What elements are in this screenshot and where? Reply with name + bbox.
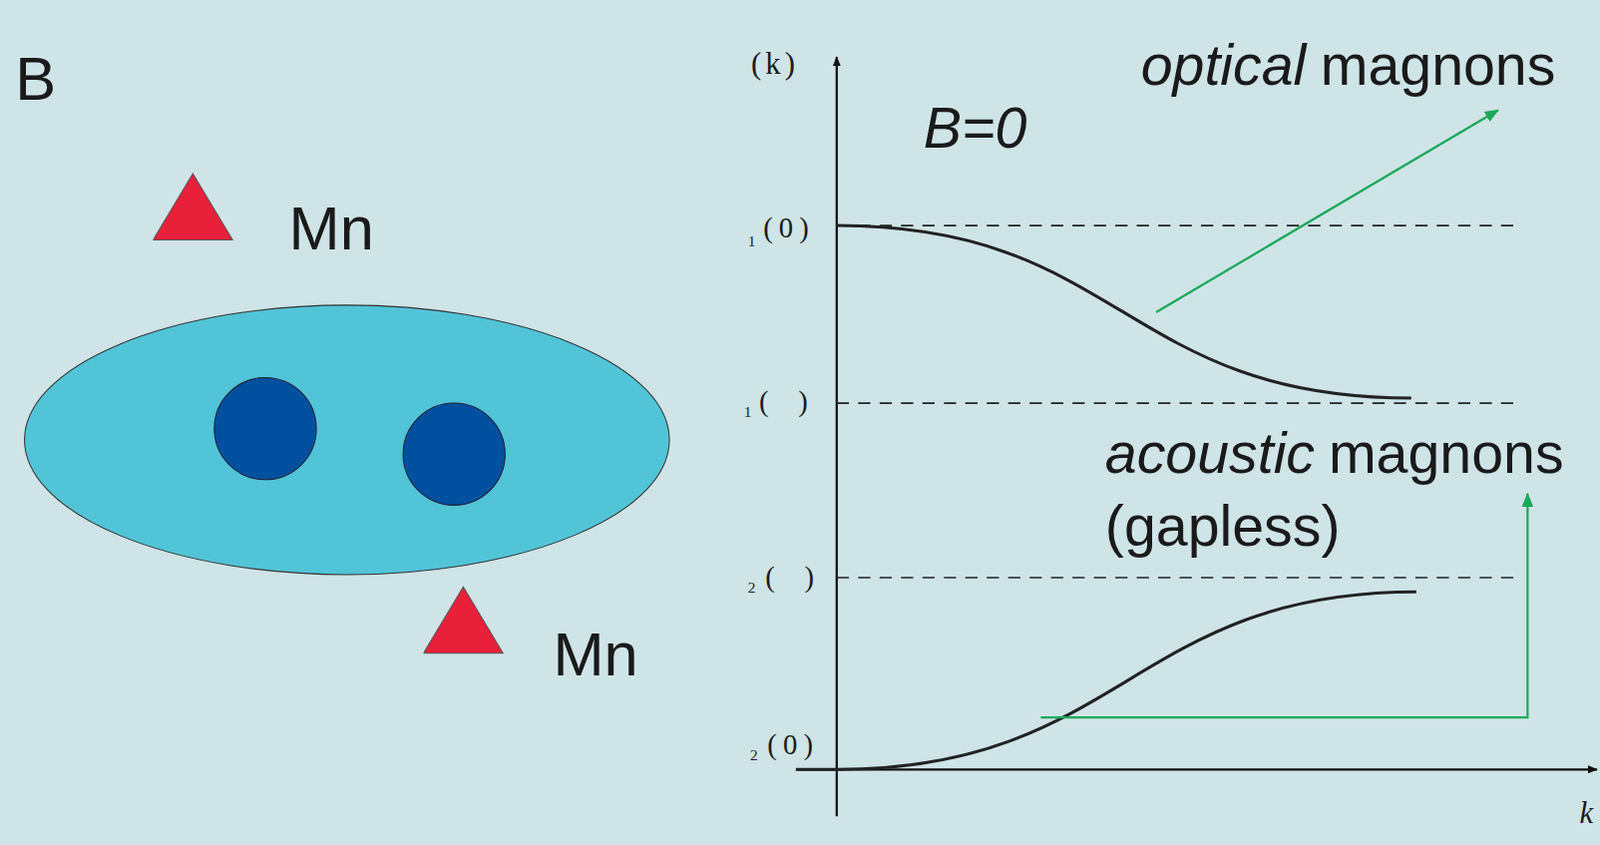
subscript: 1 [744,404,753,420]
subscript: 2 [748,580,757,596]
y-axis [835,56,838,816]
branch-note: (gapless) [1105,497,1341,555]
leader-arrow [1040,493,1528,718]
tick-label: (0) [763,214,815,244]
atom-circle [214,377,317,479]
optical-branch [836,225,1412,399]
triangle-shape [423,586,504,653]
molecule-ellipse [24,305,671,575]
tick-label: (0) [767,730,819,760]
branch-label: optical [1141,36,1307,94]
axis-title: k [1580,797,1595,828]
branch-label: magnons [1320,36,1557,94]
tick-label: ( ) [765,563,814,593]
mn-ion: Mn [423,581,643,688]
triangle-symbol [423,581,506,656]
acoustic-branch [796,591,1417,770]
branch-label: magnons [1328,424,1565,482]
ion-label: Mn [288,197,374,259]
subscript: 1 [748,233,757,249]
x-axis [796,768,1598,771]
dashed-levels [836,225,1521,578]
leader-arrow [1156,109,1499,313]
triangle-shape [152,173,233,240]
triangle-symbol [152,168,235,243]
mn-ion: Mn [152,168,378,262]
tick-label: ( ) [759,388,808,417]
panel-letter: B [14,48,56,110]
atom-circle [402,402,505,505]
subscript: 2 [750,747,759,763]
branch-label: acoustic [1105,424,1315,482]
field-note: B=0 [923,99,1028,157]
ion-label: Mn [552,624,638,686]
axis-title: (k) [751,47,800,79]
